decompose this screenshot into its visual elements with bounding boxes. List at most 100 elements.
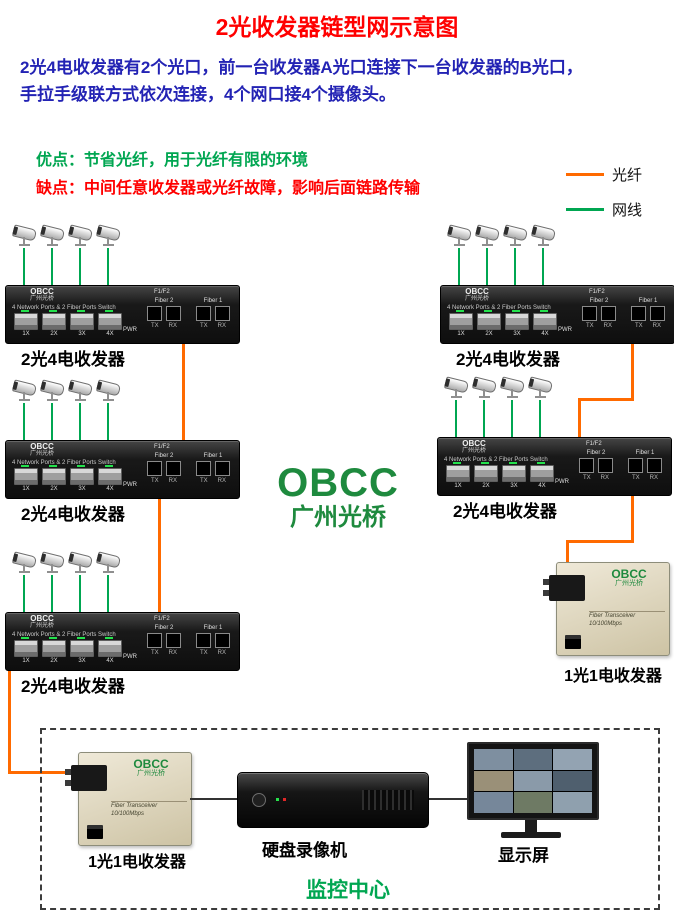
rx-label: RX [603,323,612,329]
fiber-connector [65,765,107,791]
fiber-port [215,633,230,648]
fiber-ports [142,632,186,650]
disadvantage-text: 缺点：中间任意收发器或光纤故障，影响后面链路传输 [36,180,421,197]
fiber-port [631,306,646,321]
cctv-camera [67,222,94,252]
camera-bracket [539,389,541,397]
tx-label: TX [199,323,208,329]
fiber-port [650,306,665,321]
fiber-ports-label: F1/F2 [154,444,170,450]
patch-cable-line [427,798,467,800]
converter-text-line2: 10/100Mbps [111,811,145,817]
fiber-port [196,461,211,476]
camera-bracket [23,237,25,245]
brand-logo-name: OBCC [277,461,399,505]
fiber-port [166,461,181,476]
rj45-port [449,313,473,330]
screen-cell [474,749,513,770]
cctv-camera [67,549,94,579]
device-label: 2光4电收发器 [21,677,125,696]
switch-unit-top-right: OBCC 广州光桥 4 Network Ports & 2 Fiber Port… [440,222,674,369]
tx-label: TX [150,478,159,484]
fiber-port [579,458,594,473]
screen-cell [474,792,513,813]
panel-header-text: 4 Network Ports & 2 Fiber Ports Switch [447,305,551,311]
ethernet-cable-line [51,248,53,288]
device-label: 2光4电收发器 [21,350,125,369]
ethernet-cable-line [455,400,457,440]
cctv-camera [443,374,470,404]
dvr-leds [276,798,290,801]
rx-label: RX [649,475,658,481]
panel-brand: OBCC 广州光桥 [30,615,54,630]
fiber-port [215,461,230,476]
camera-bracket [542,237,544,245]
port-label: 2X [50,658,58,664]
ethernet-cable-line [514,248,516,288]
rx-label: RX [168,478,177,484]
fiber-ports-label: F1/F2 [154,289,170,295]
cctv-camera [39,377,66,407]
camera-bracket [486,237,488,245]
converter-brand-name: OBCC [611,567,647,581]
port-label: 3X [78,331,86,337]
port-led [21,637,29,639]
camera-base [19,244,30,246]
advantage-text: 优点：节省光纤，用于光纤有限的环境 [36,152,309,169]
fiber-ports [577,305,621,323]
fiber-port [647,458,662,473]
fiber-ports [191,460,235,478]
dvr-vent-grill [362,790,414,810]
legend-lan-line [566,208,604,211]
camera-bracket [511,389,513,397]
screen-cell [553,749,592,770]
fiber-port [196,633,211,648]
port-label: 2X [482,483,490,489]
rj45-port [533,313,557,330]
panel-brand: OBCC 广州光桥 [30,288,54,303]
pwr-label: PWR [123,654,137,660]
port-led [512,310,520,312]
monitor-stand [525,820,537,832]
cctv-camera [502,222,529,252]
ethernet-cable-line [79,248,81,288]
fiber1-label: Fiber 1 [203,453,223,459]
ethernet-cable-line [486,248,488,288]
converter-text-line1: Fiber Transceiver [589,613,636,619]
rj45-port [530,465,554,482]
rj45-jack [565,635,581,649]
fiber-ports [623,457,667,475]
panel-brand-cn: 广州光桥 [465,296,490,302]
fiber1-label: Fiber 1 [203,625,223,631]
screen-cell [553,770,592,792]
switch-panel: OBCC 广州光桥 4 Network Ports & 2 Fiber Port… [437,437,672,496]
fiber-link-line [631,470,634,543]
fiber-port [166,633,181,648]
fiber-port [166,306,181,321]
port-label: 2X [50,486,58,492]
ethernet-cable-line [51,575,53,615]
camera-base [479,396,490,398]
fiber-link-line [566,540,634,543]
camera-base [75,571,86,573]
media-converter: OBCC 广州光桥 Fiber Transceiver 10/100Mbps [543,562,670,656]
switch-unit-top-left: OBCC 广州光桥 4 Network Ports & 2 Fiber Port… [5,222,240,369]
camera-base [75,244,86,246]
rj45-port [70,313,94,330]
ethernet-cable-line [458,248,460,288]
fiber-ports [191,632,235,650]
ethernet-cable-line [539,400,541,440]
rj45-port [98,313,122,330]
camera-base [103,399,114,401]
cctv-camera [530,222,557,252]
device-label: 2光4电收发器 [21,505,125,524]
port-label: 4X [541,331,549,337]
converter-text: Fiber Transceiver 10/100Mbps [111,801,187,818]
